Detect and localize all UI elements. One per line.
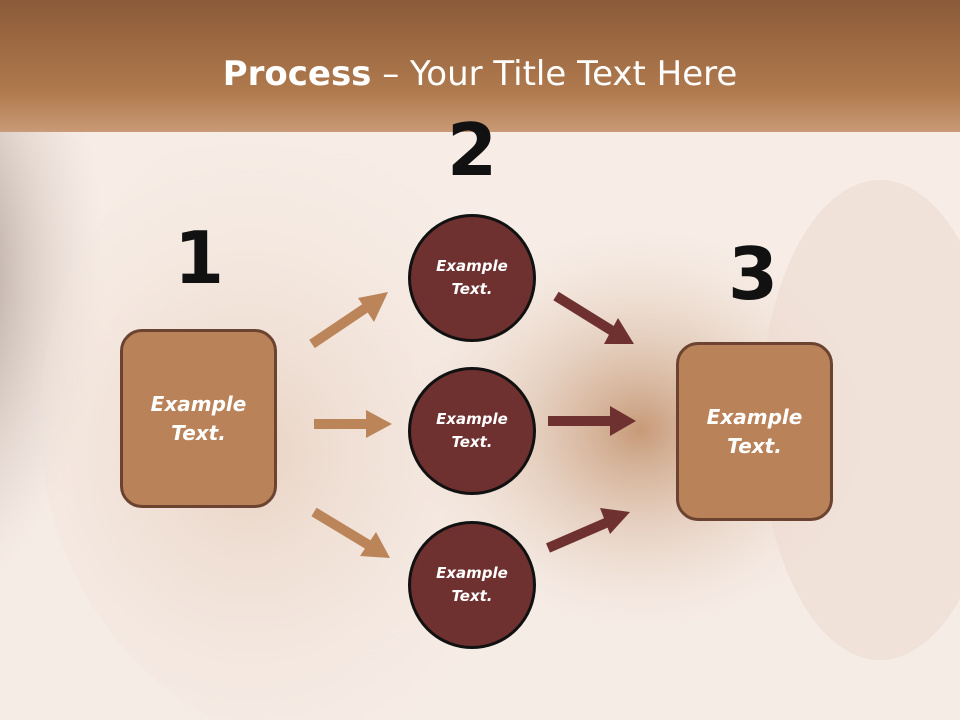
step-number-2: 2 [446,108,498,192]
title-rest: – Your Title Text Here [371,54,738,94]
step-circle-top-label: Example Text. [436,257,508,298]
step-circle-middle-label: Example Text. [436,410,508,451]
arrow-left-middle [314,410,392,438]
step-number-3: 3 [727,232,779,316]
step-number-1: 1 [173,216,225,300]
step-circle-middle: Example Text. [408,367,536,495]
step-box-1: Example Text. [120,329,277,508]
step-box-3: Example Text. [676,342,833,521]
step-circle-bottom-label: Example Text. [436,564,508,605]
step-box-1-label: Example Text. [150,391,247,445]
arrow-left-top [309,292,388,349]
step-circle-top: Example Text. [408,214,536,342]
slide-title: Process – Your Title Text Here [0,52,960,96]
arrow-right-top [553,291,634,344]
arrow-left-bottom [311,507,390,558]
title-bold: Process [222,54,372,94]
arrow-right-bottom [546,508,630,553]
step-circle-bottom: Example Text. [408,521,536,649]
arrow-right-middle [548,406,636,436]
step-box-3-label: Example Text. [706,404,803,458]
